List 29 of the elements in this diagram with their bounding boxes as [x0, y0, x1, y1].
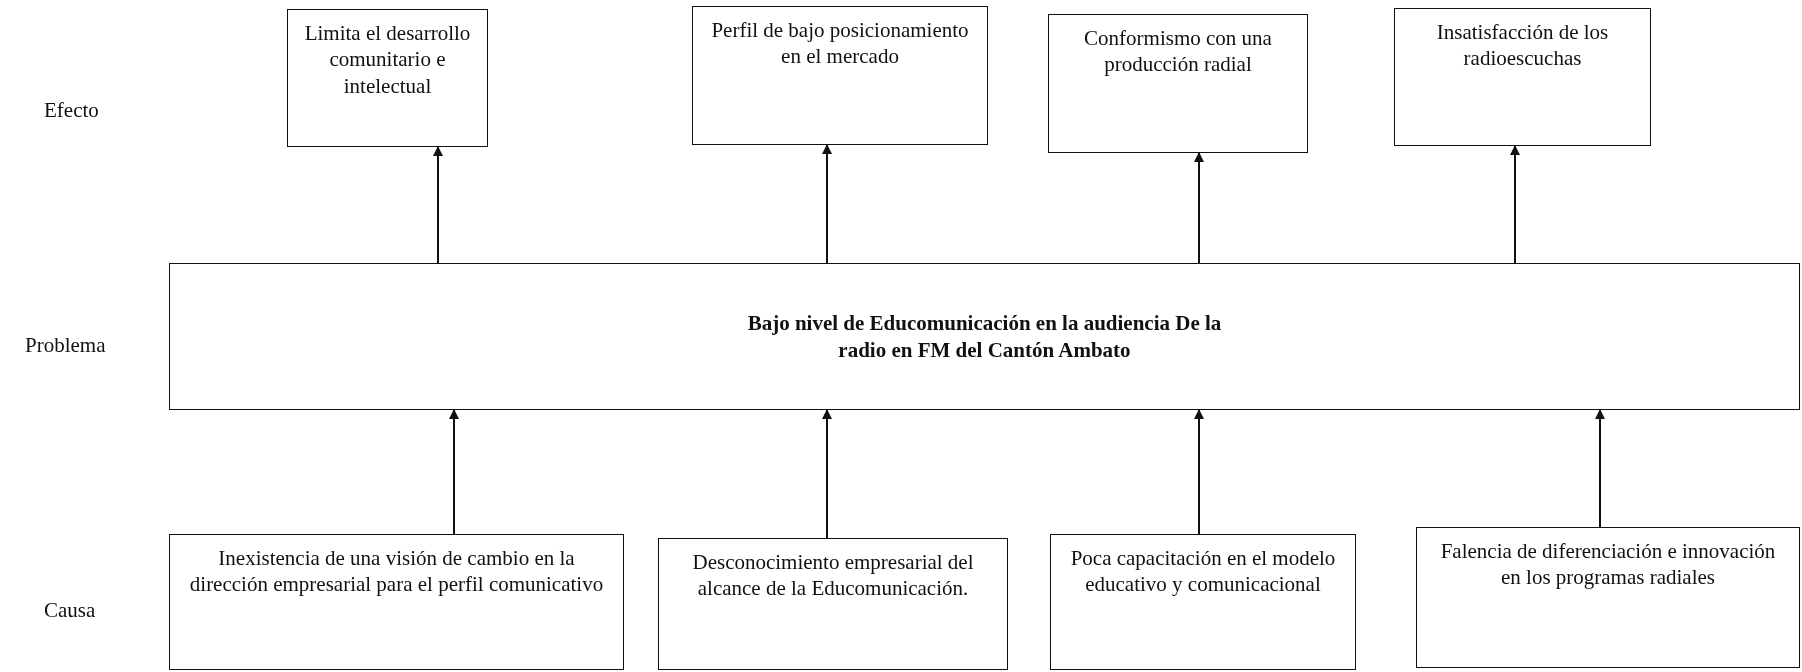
- text-box: [287, 9, 488, 147]
- text-box: [1394, 8, 1651, 146]
- text-box: [169, 534, 624, 670]
- arrow: [433, 146, 443, 264]
- arrow: [449, 409, 459, 535]
- text-box: [1416, 527, 1800, 668]
- box-text: Inexistencia de una visión de cambio en la dirección empresarial para el perfil comunicativo: [188, 545, 605, 598]
- box-text: Insatisfacción de los radioescuchas: [1435, 19, 1610, 72]
- arrow: [1194, 152, 1204, 264]
- arrow: [1510, 145, 1520, 264]
- row-label: Problema: [25, 333, 106, 358]
- arrow: [1595, 409, 1605, 528]
- text-box: [1050, 534, 1356, 670]
- box-text: Perfil de bajo posicionamiento en el mercado: [710, 17, 970, 70]
- box-text: Conformismo con una producción radial: [1083, 25, 1273, 78]
- box-text: Desconocimiento empresarial del alcance de la Educomunicación.: [691, 549, 975, 602]
- arrow: [822, 409, 832, 539]
- text-box: [692, 6, 988, 145]
- box-text: Limita el desarrollo comunitario e intelectual: [303, 20, 472, 99]
- box-text: Falencia de diferenciación e innovación en los programas radiales: [1439, 538, 1777, 591]
- text-box: [658, 538, 1008, 670]
- text-box: [1048, 14, 1308, 153]
- arrow: [822, 144, 832, 264]
- box-text: Bajo nivel de Educomunicación en la audiencia De la radio en FM del Cantón Ambato: [746, 310, 1223, 363]
- problem-box: [169, 263, 1800, 410]
- box-text: Poca capacitación en el modelo educativo y comunicacional: [1069, 545, 1337, 598]
- row-label: Causa: [44, 598, 96, 623]
- arrow: [1194, 409, 1204, 535]
- row-label: Efecto: [44, 98, 99, 123]
